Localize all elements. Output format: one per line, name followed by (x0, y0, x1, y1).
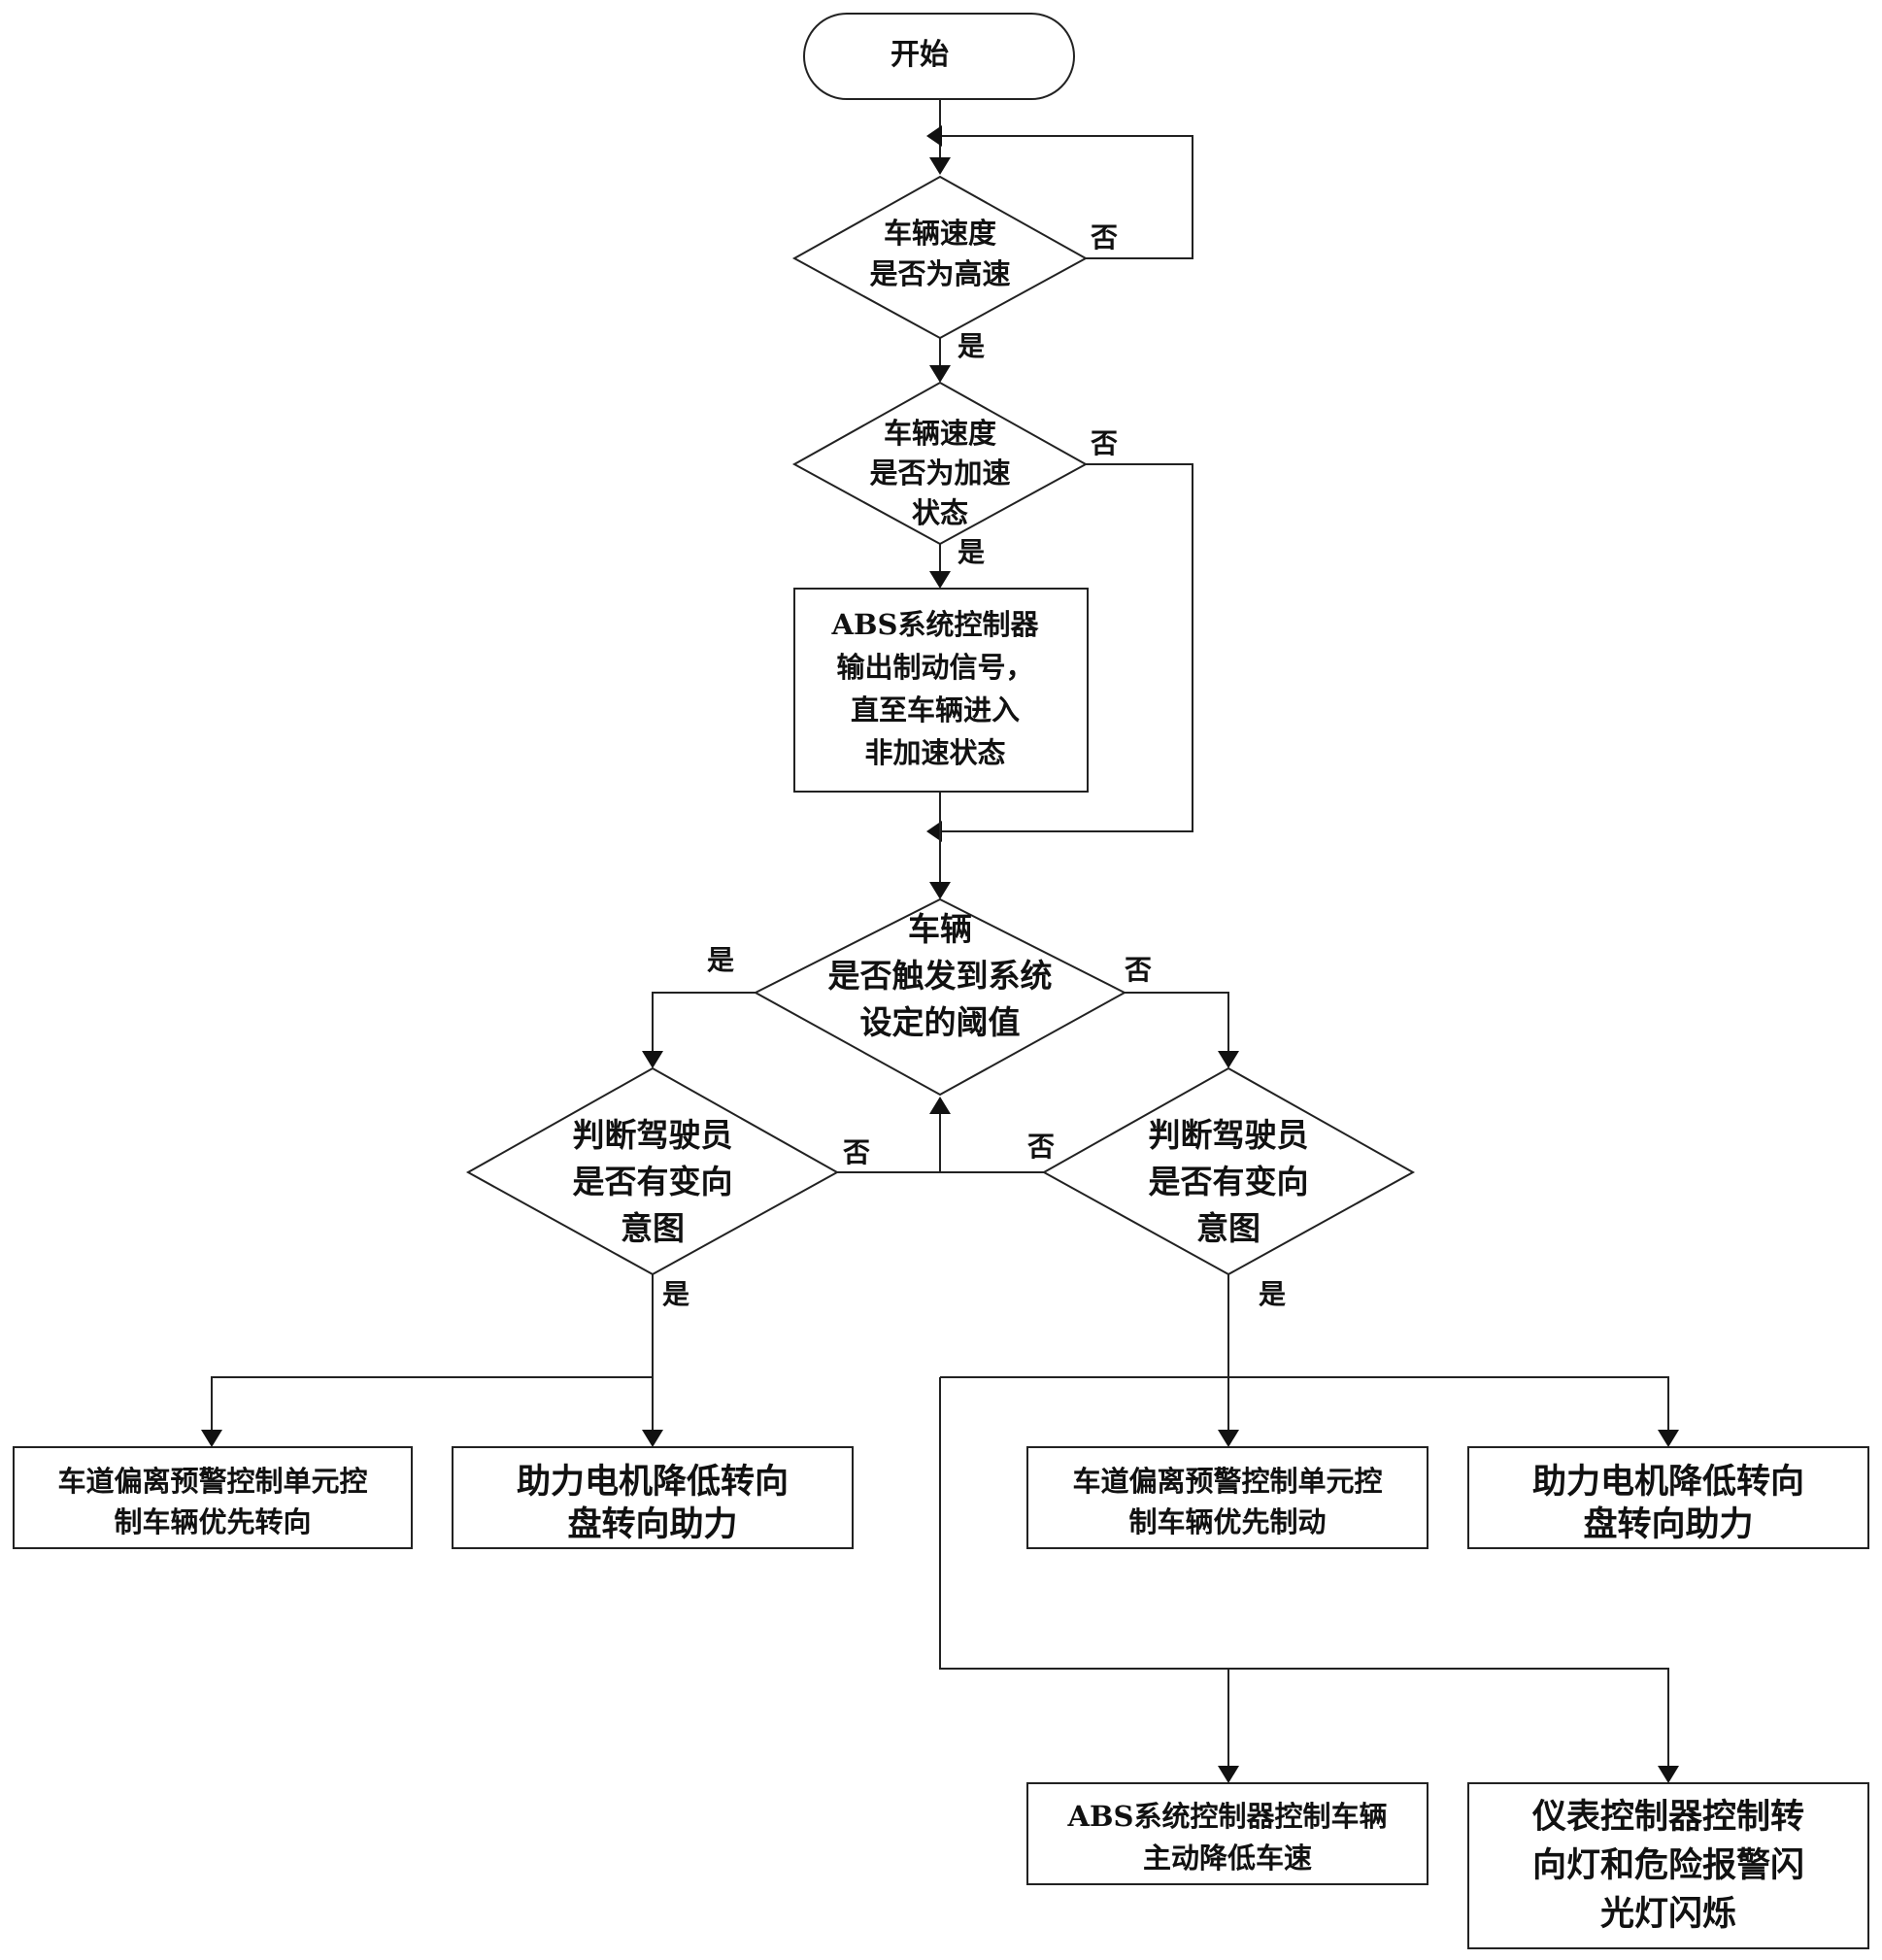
node-text: 输出制动信号， (836, 651, 1033, 684)
node-text: 光灯闪烁 (1600, 1894, 1736, 1934)
edge-label-accel-yes: 是 (958, 536, 985, 568)
arrowhead-down-icon (1218, 1766, 1239, 1783)
process-motor-left: 助力电机降低转向 盘转向助力 (452, 1446, 854, 1549)
arrowhead-up-icon (929, 1097, 951, 1114)
process-lane-steer: 车道偏离预警控制单元控 制车辆优先转向 (13, 1446, 413, 1549)
node-text: 非加速状态 (864, 736, 1005, 769)
node-text: 是否触发到系统 (828, 957, 1053, 995)
arrowhead-down-icon (1218, 1051, 1239, 1068)
process-lane-brake: 车道偏离预警控制单元控 制车辆优先制动 (1026, 1446, 1428, 1549)
node-text: 状态 (912, 496, 968, 529)
connectors (201, 99, 1679, 1783)
edge-accel-no-bypass (942, 463, 1193, 832)
node-text: 主动降低车速 (1143, 1842, 1312, 1875)
node-text: 盘转向助力 (567, 1504, 737, 1544)
arrowhead-down-icon (929, 882, 951, 899)
edge-label-intent-left-no: 否 (843, 1136, 870, 1168)
edge-label-intent-right-no: 否 (1027, 1131, 1055, 1163)
arrowhead-down-icon (1658, 1430, 1679, 1447)
arrowhead-down-icon (201, 1430, 222, 1447)
arrowhead-down-icon (642, 1051, 663, 1068)
arrowhead-down-icon (642, 1430, 663, 1447)
node-text: 车辆 (908, 910, 972, 948)
arrowhead-down-icon (1658, 1766, 1679, 1783)
decision-high-speed: 车辆速度 是否为高速 (791, 175, 1089, 340)
node-text: 向灯和危险报警闪 (1532, 1845, 1804, 1885)
node-text: 车道偏离预警控制单元控 (57, 1465, 367, 1498)
node-text: 是否有变向 (573, 1163, 733, 1200)
process-abs-brake: ABS系统控制器 输出制动信号， 直至车辆进入 非加速状态 (793, 588, 1089, 793)
node-text: 助力电机降低转向 (517, 1462, 789, 1502)
edge-right-split (940, 1376, 1669, 1430)
node-text: 判断驾驶员 (1149, 1116, 1309, 1154)
node-text: 助力电机降低转向 (1532, 1462, 1804, 1502)
node-text: 意图 (621, 1209, 685, 1247)
decision-accel: 车辆速度 是否为加速 状态 (791, 381, 1089, 546)
node-text: 是否为加速 (869, 456, 1010, 490)
edge-label-high-speed-yes: 是 (958, 330, 985, 362)
edge-label-intent-left-yes: 是 (662, 1278, 689, 1310)
node-text: 车道偏离预警控制单元控 (1072, 1465, 1382, 1498)
edge-threshold-no (1125, 992, 1229, 1051)
decision-intent-left: 判断驾驶员 是否有变向 意图 (465, 1066, 840, 1276)
edge-label-intent-right-yes: 是 (1259, 1278, 1286, 1310)
arrowhead-left-icon (926, 125, 942, 147)
node-text: 制车辆优先转向 (114, 1505, 311, 1538)
node-text: 是否为高速 (869, 257, 1010, 290)
node-text: 开始 (891, 38, 949, 72)
arrowhead-down-icon (929, 571, 951, 589)
node-text: 制车辆优先制动 (1128, 1505, 1326, 1538)
arrowhead-left-icon (926, 821, 942, 842)
arrowhead-down-icon (1218, 1430, 1239, 1447)
start-node: 开始 (803, 13, 1075, 100)
process-abs-slow: ABS系统控制器控制车辆 主动降低车速 (1026, 1782, 1428, 1885)
process-motor-right: 助力电机降低转向 盘转向助力 (1467, 1446, 1869, 1549)
node-text: 意图 (1196, 1209, 1260, 1247)
process-lights: 仪表控制器控制转 向灯和危险报警闪 光灯闪烁 (1467, 1782, 1869, 1949)
node-text: 是否有变向 (1149, 1163, 1309, 1200)
edge-label-high-speed-no: 否 (1091, 221, 1118, 253)
arrowhead-down-icon (929, 157, 951, 175)
node-text: 车辆速度 (884, 217, 996, 250)
edge-high-speed-no-loop (942, 135, 1193, 259)
node-text: 车辆速度 (884, 417, 996, 450)
node-text: ABS系统控制器控制车辆 (1067, 1800, 1388, 1833)
node-text: ABS系统控制器 (831, 608, 1040, 641)
node-text: 判断驾驶员 (573, 1116, 733, 1154)
edge-label-threshold-yes: 是 (707, 944, 734, 976)
edge-labels: 否 是 否 是 是 否 否 否 是 是 (662, 221, 1286, 1310)
edge-left-split (211, 1376, 654, 1430)
node-text: 直至车辆进入 (851, 693, 1020, 727)
edge-label-accel-no: 否 (1091, 427, 1118, 459)
decision-threshold: 车辆 是否触发到系统 设定的阈值 (753, 897, 1127, 1097)
edge-threshold-yes (652, 992, 756, 1051)
edge-label-threshold-no: 否 (1125, 954, 1152, 986)
edge-lower-split (939, 1377, 1669, 1766)
arrowhead-down-icon (929, 365, 951, 383)
node-text: 设定的阈值 (860, 1003, 1021, 1041)
node-text: 盘转向助力 (1583, 1504, 1753, 1544)
node-text: 仪表控制器控制转 (1531, 1797, 1804, 1837)
decision-intent-right: 判断驾驶员 是否有变向 意图 (1041, 1066, 1416, 1276)
